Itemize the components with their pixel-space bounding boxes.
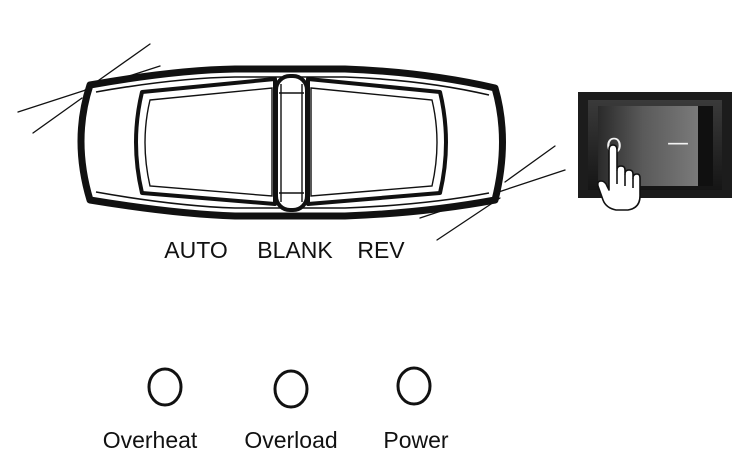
selector-switch[interactable]: AUTO BLANK REV [17,43,566,263]
selector-label-blank: BLANK [257,237,333,263]
indicator-overheat: Overheat [103,367,198,453]
selector-lever[interactable] [274,74,309,212]
indicator-label-overload: Overload [244,427,337,453]
indicator-light-icon [273,369,309,409]
selector-label-auto: AUTO [164,237,227,263]
indicator-power: Power [383,366,449,453]
indicator-light-icon [147,367,183,407]
indicator-label-overheat: Overheat [103,427,198,453]
indicator-light-icon [396,366,432,406]
indicator-overload: Overload [244,369,338,453]
selector-recess-left [134,77,277,206]
selector-recess-right [306,77,448,206]
indicator-label-power: Power [383,427,449,453]
rocker-shadow [698,106,713,186]
selector-recess-left-inner [144,87,273,197]
on-symbol: — [667,131,689,156]
selector-bezel-inner-line [95,76,490,96]
hand-pointer-icon [597,144,641,211]
indicator-lights: Overheat Overload Power [103,366,449,453]
selector-bezel-inner-line-bottom [95,191,490,209]
selector-recess-right-inner [310,87,438,197]
rocker-switch[interactable]: O — [578,92,732,211]
selector-label-rev: REV [357,237,405,263]
